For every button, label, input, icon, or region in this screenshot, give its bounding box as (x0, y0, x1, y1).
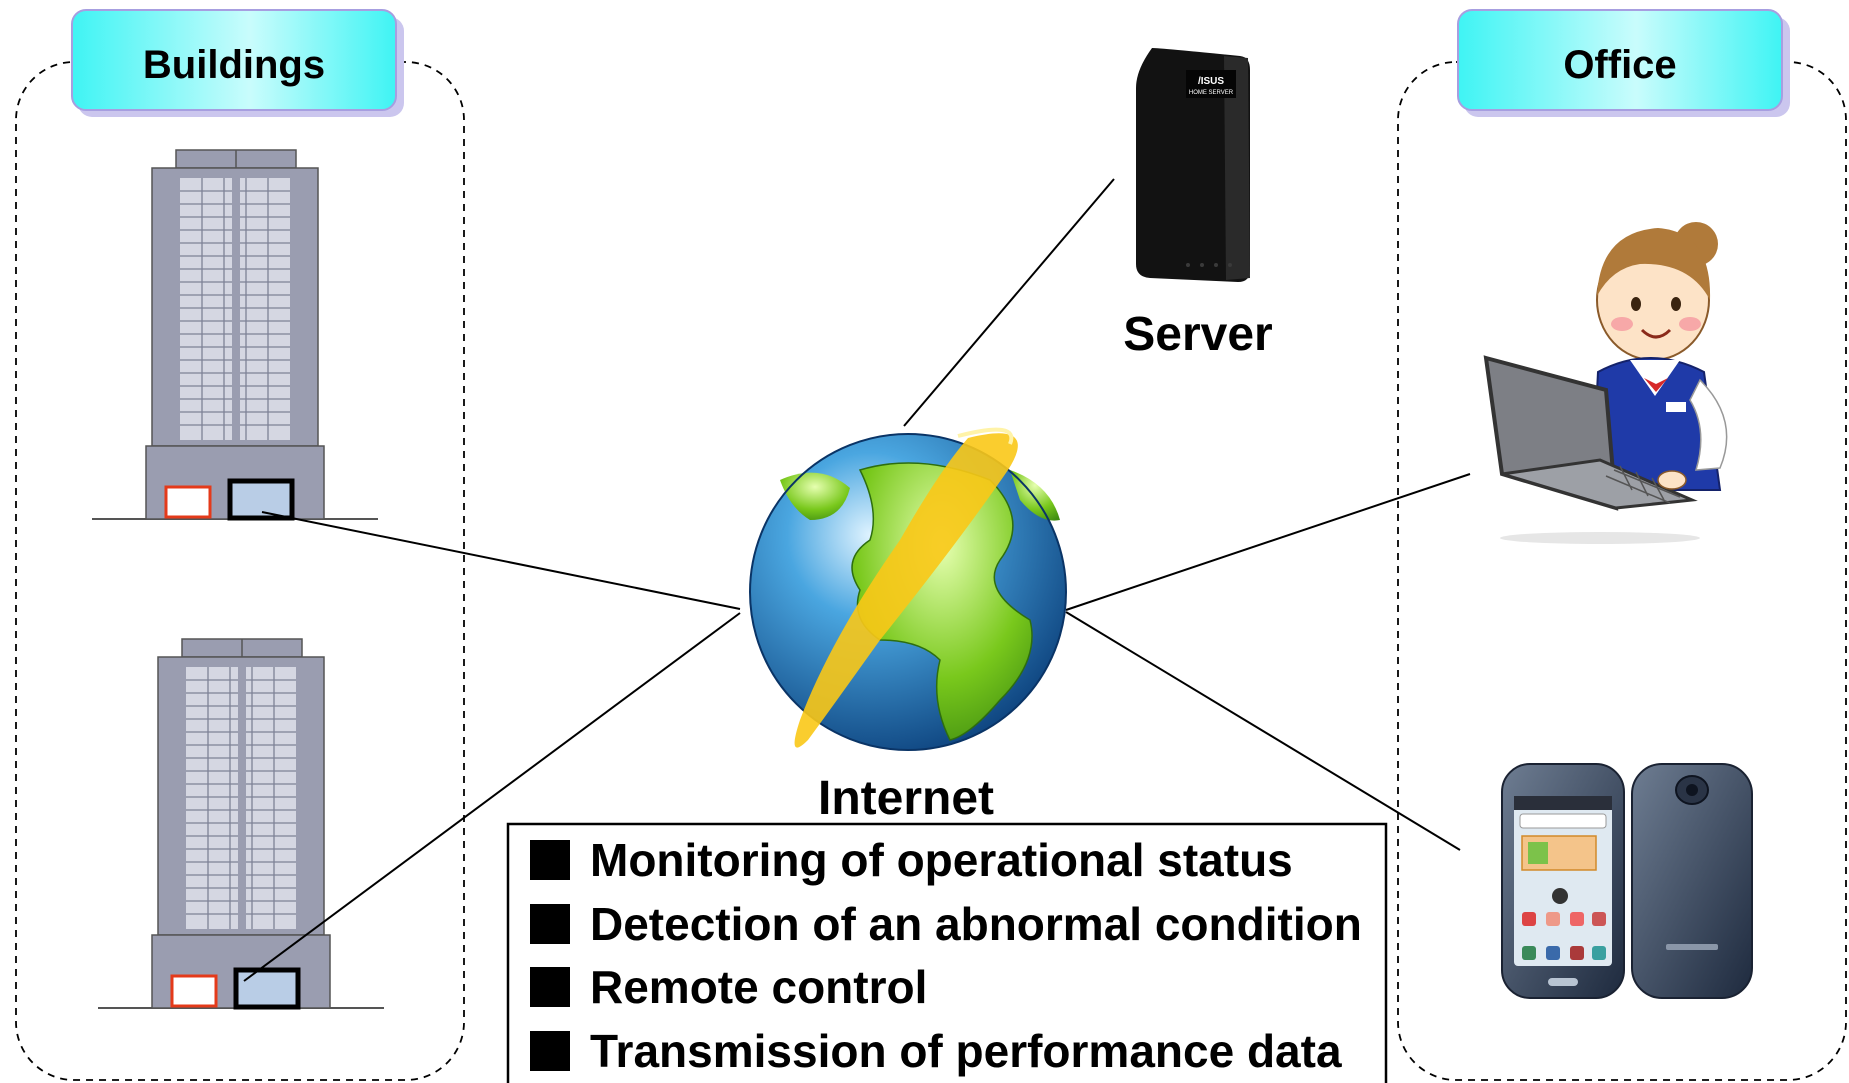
smartphone-back (1631, 763, 1753, 999)
building-1-controller (227, 478, 295, 521)
function-text: Detection of an abnormal condition (590, 898, 1362, 950)
link-building2-globe (243, 612, 741, 982)
function-item-1: Detection of an abnormal condition (530, 898, 1362, 950)
smartphones-illustration (1501, 763, 1753, 999)
office-group-border (1397, 61, 1847, 1081)
link-globe-server (903, 178, 1115, 427)
link-globe-smartphones (1065, 611, 1461, 851)
server-brand-sub: HOME SERVER (1189, 90, 1234, 96)
server-icon (1136, 48, 1250, 282)
function-item-3: Transmission of performance data (530, 1025, 1342, 1077)
building-1-red-unit (164, 485, 212, 519)
server-brand: /ISUS (1198, 76, 1224, 87)
buildings-tab (71, 9, 397, 111)
internet-label: Internet (818, 772, 994, 825)
bullet-square-icon (530, 967, 570, 1007)
buildings-title: Buildings (143, 43, 325, 87)
building-2-controller (233, 967, 301, 1010)
function-text: Transmission of performance data (590, 1025, 1342, 1077)
function-item-2: Remote control (530, 961, 927, 1013)
buildings-group-border (15, 61, 465, 1081)
function-text: Remote control (590, 961, 927, 1013)
bullet-square-icon (530, 1031, 570, 1071)
office-title: Office (1563, 43, 1676, 87)
link-globe-laptop (1065, 473, 1471, 611)
building-1 (92, 149, 378, 521)
link-building1-globe (261, 511, 741, 610)
function-item-0: Monitoring of operational status (530, 834, 1293, 886)
orbit-ring (794, 433, 1018, 748)
functions-box-border (506, 822, 1388, 1083)
server-illustration: /ISUS HOME SERVER (1136, 48, 1250, 282)
functions-box: Monitoring of operational status Detecti… (506, 822, 1388, 1083)
function-text: Monitoring of operational status (590, 834, 1293, 886)
connections (243, 178, 1471, 982)
building-2 (98, 638, 384, 1010)
bullet-square-icon (530, 840, 570, 880)
bullet-square-icon (530, 904, 570, 944)
buildings-group: Buildings (15, 9, 465, 1081)
office-group: Office (1397, 9, 1847, 1081)
server-label: Server (1123, 308, 1272, 361)
internet-globe-icon (749, 427, 1067, 751)
office-tab (1457, 9, 1783, 111)
building-2-red-unit (170, 974, 218, 1008)
office-worker-laptop-illustration (1483, 222, 1728, 544)
